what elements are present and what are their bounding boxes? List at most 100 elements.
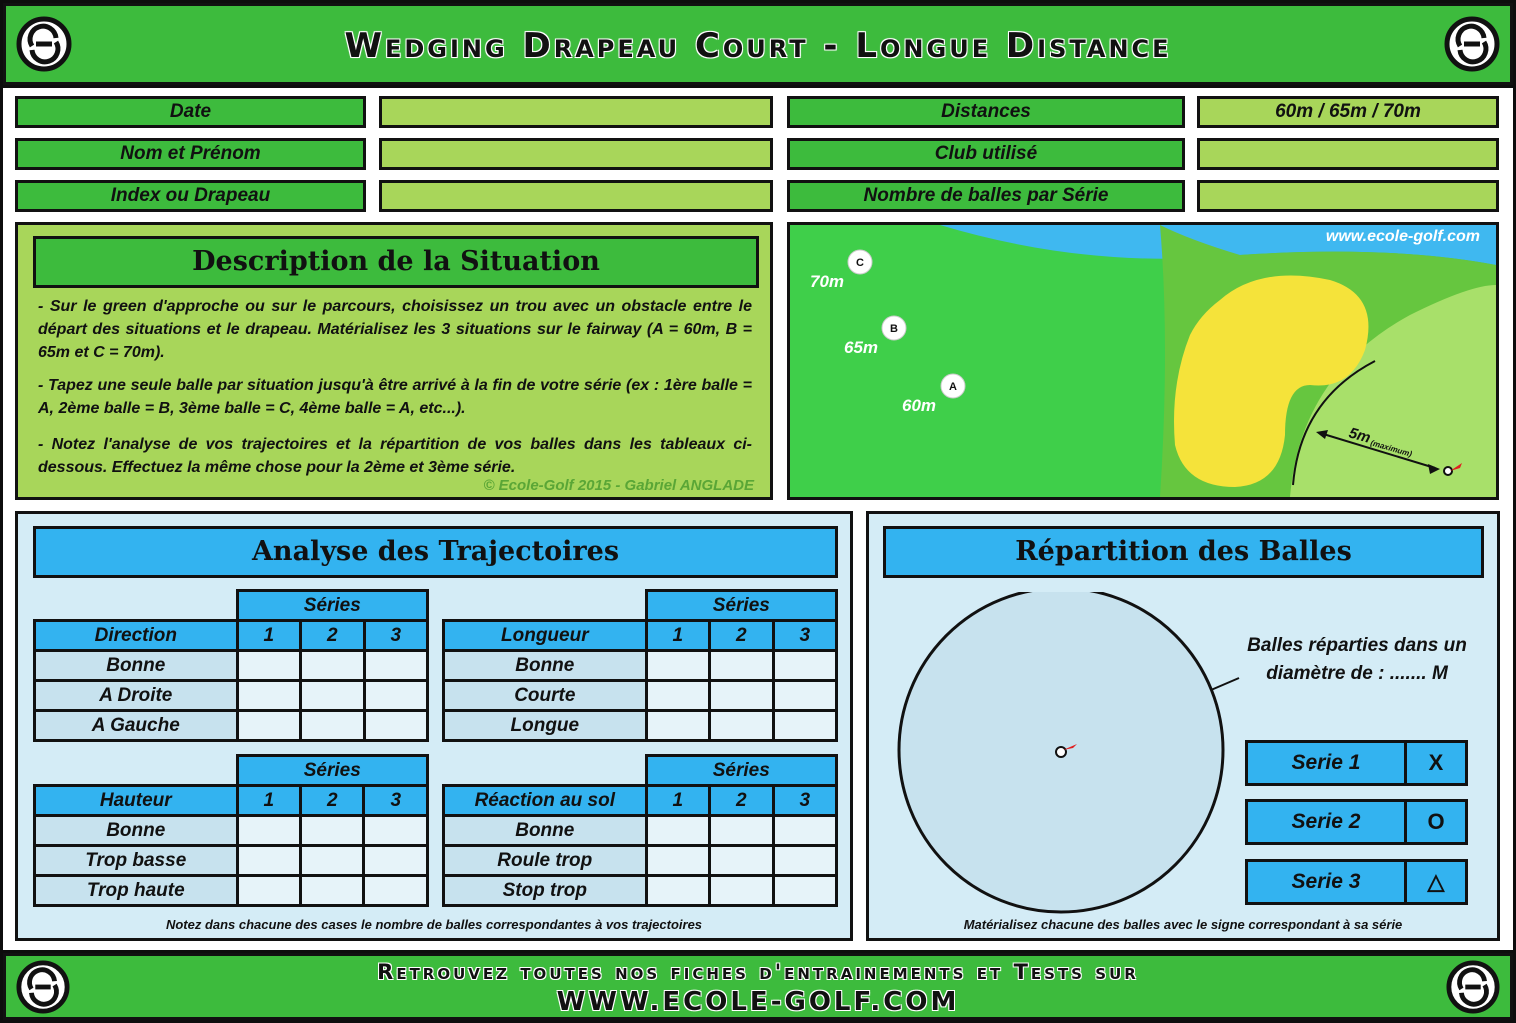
series-number: 2 [708, 619, 775, 652]
table-cell[interactable] [299, 679, 366, 712]
series-number: 2 [708, 784, 775, 817]
table-cell[interactable] [644, 844, 712, 877]
row-label: A Droite [33, 679, 239, 712]
table-cell[interactable] [771, 814, 838, 847]
hole-icon [1443, 466, 1453, 476]
series-number: 3 [362, 619, 430, 652]
series-number: 3 [362, 784, 429, 817]
row-label: Roule trop [442, 844, 648, 877]
series-number: 3 [771, 619, 839, 652]
diameter-text-line1: Balles réparties dans un [1247, 635, 1467, 656]
table-cell[interactable] [235, 844, 303, 877]
table-cell[interactable] [771, 874, 838, 907]
info-value-index[interactable] [379, 180, 773, 212]
description-panel: Description de la Situation - Sur le gre… [15, 222, 773, 500]
table-cell[interactable] [298, 874, 366, 907]
table-cell[interactable] [708, 874, 775, 907]
info-value-balls-per-series[interactable] [1197, 180, 1499, 212]
table-cell[interactable] [771, 709, 839, 742]
table-cell[interactable] [771, 649, 839, 682]
row-label: Stop trop [442, 874, 648, 907]
point-c-marker [847, 249, 873, 275]
table-cell[interactable] [708, 679, 775, 712]
table-cell[interactable] [644, 874, 712, 907]
ecole-golf-logo-icon [1446, 960, 1500, 1014]
point-c-distance: 70m [810, 272, 844, 291]
analysis-note: Notez dans chacune des cases le nombre d… [165, 917, 703, 932]
table-cell[interactable] [771, 844, 838, 877]
description-paragraph: - Sur le green d'approche ou sur le parc… [38, 298, 752, 361]
table-cell[interactable] [362, 814, 429, 847]
analysis-title: Analyse des Trajectoires [33, 526, 838, 578]
info-label-name: Nom et Prénom [15, 138, 366, 170]
table-cell[interactable] [644, 649, 712, 682]
table-cell[interactable] [362, 679, 430, 712]
info-value-name[interactable] [379, 138, 773, 170]
description-paragraph: - Tapez une seule balle par situation ju… [38, 377, 752, 417]
table-cell[interactable] [299, 709, 366, 742]
map-website: www.ecole-golf.com [1326, 228, 1480, 245]
table-cell[interactable] [235, 709, 303, 742]
table-cell[interactable] [708, 844, 775, 877]
row-label: Bonne [33, 649, 239, 682]
copyright-text: © Ecole-Golf 2015 - Gabriel ANGLADE [483, 477, 754, 494]
series-number: 1 [235, 784, 303, 817]
point-a-letter: A [949, 381, 957, 393]
table-cell[interactable] [235, 874, 303, 907]
table-header: Direction [33, 619, 239, 652]
ecole-golf-logo-icon [16, 16, 72, 72]
table-cell[interactable] [235, 649, 303, 682]
series-header: Séries [644, 589, 839, 622]
description-title: Description de la Situation [33, 236, 759, 288]
point-b-letter: B [890, 323, 898, 335]
row-label: Longue [442, 709, 648, 742]
table-header: Hauteur [33, 784, 239, 817]
serie-2-label: Serie 2 [1245, 799, 1407, 845]
table-cell[interactable] [298, 844, 366, 877]
serie-3-label: Serie 3 [1245, 859, 1407, 905]
table-cell[interactable] [708, 649, 775, 682]
info-value-club[interactable] [1197, 138, 1499, 170]
radius-arc [1292, 360, 1376, 486]
table-cell[interactable] [362, 709, 430, 742]
diameter-pointer [1210, 677, 1240, 691]
info-value-distances[interactable]: 60m / 65m / 70m [1197, 96, 1499, 128]
table-cell[interactable] [362, 844, 429, 877]
info-label-club: Club utilisé [787, 138, 1185, 170]
info-value-date[interactable] [379, 96, 773, 128]
table-cell[interactable] [298, 814, 366, 847]
water-hazard [940, 225, 1496, 265]
repartition-title: Répartition des Balles [883, 526, 1484, 578]
table-cell[interactable] [644, 814, 712, 847]
point-c-letter: C [856, 257, 864, 269]
table-cell[interactable] [708, 709, 775, 742]
flag-icon [1063, 744, 1077, 750]
row-label: Trop basse [33, 844, 239, 877]
table-cell[interactable] [362, 874, 429, 907]
point-a-marker [940, 373, 966, 399]
table-cell[interactable] [644, 709, 712, 742]
table-cell[interactable] [771, 679, 839, 712]
repartition-panel: Répartition des Balles Balles réparties … [866, 511, 1500, 941]
series-number: 1 [235, 619, 303, 652]
table-cell[interactable] [235, 814, 303, 847]
header-band: Wedging Drapeau Court - Longue Distance [3, 3, 1513, 85]
point-a-distance: 60m [902, 396, 936, 415]
row-label: Bonne [442, 649, 648, 682]
table-cell[interactable] [644, 679, 712, 712]
footer-website-link[interactable]: WWW.ECOLE-GOLF.COM [556, 987, 960, 1017]
radius-line [1319, 432, 1436, 469]
series-number: 1 [644, 784, 712, 817]
row-label: Bonne [442, 814, 648, 847]
series-header: Séries [235, 754, 430, 787]
table-cell[interactable] [708, 814, 775, 847]
row-label: Courte [442, 679, 648, 712]
diameter-text-line2[interactable]: diamètre de : ....... M [1266, 663, 1448, 684]
table-cell[interactable] [299, 649, 366, 682]
table-cell[interactable] [235, 679, 303, 712]
table-cell[interactable] [362, 649, 430, 682]
info-label-distances: Distances [787, 96, 1185, 128]
